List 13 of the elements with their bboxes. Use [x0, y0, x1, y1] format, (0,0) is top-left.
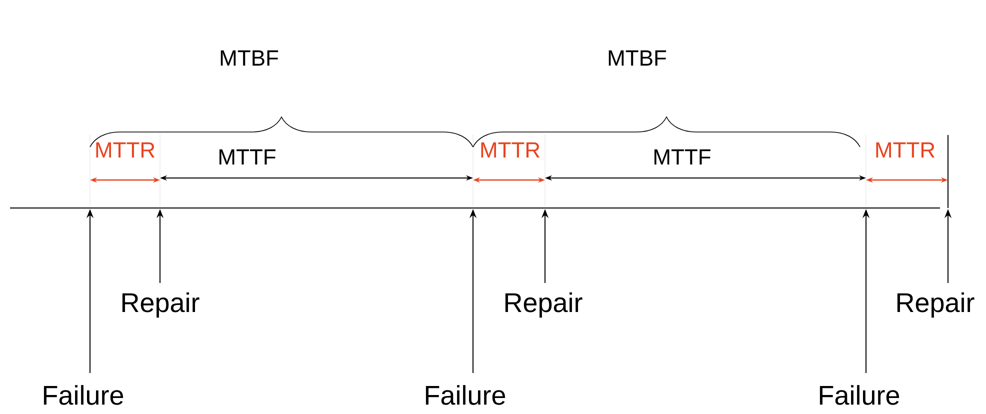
event-label: Failure [44, 385, 124, 405]
event-label: Repair [897, 292, 974, 318]
event-label: Failure [820, 385, 900, 405]
dimension-label: MTTF [654, 149, 710, 165]
event-label: Repair [122, 292, 200, 318]
event-label: Failure [426, 385, 506, 405]
dimension-label: MTBF [220, 50, 278, 66]
event-label: Repair [505, 292, 582, 318]
dimension-label: MTTF [220, 149, 276, 165]
dimension-label: MTTR [876, 142, 935, 158]
dimension-label: MTTR [96, 142, 155, 158]
dimension-label: MTBF [608, 50, 666, 66]
dimension-label: MTTR [481, 142, 540, 158]
